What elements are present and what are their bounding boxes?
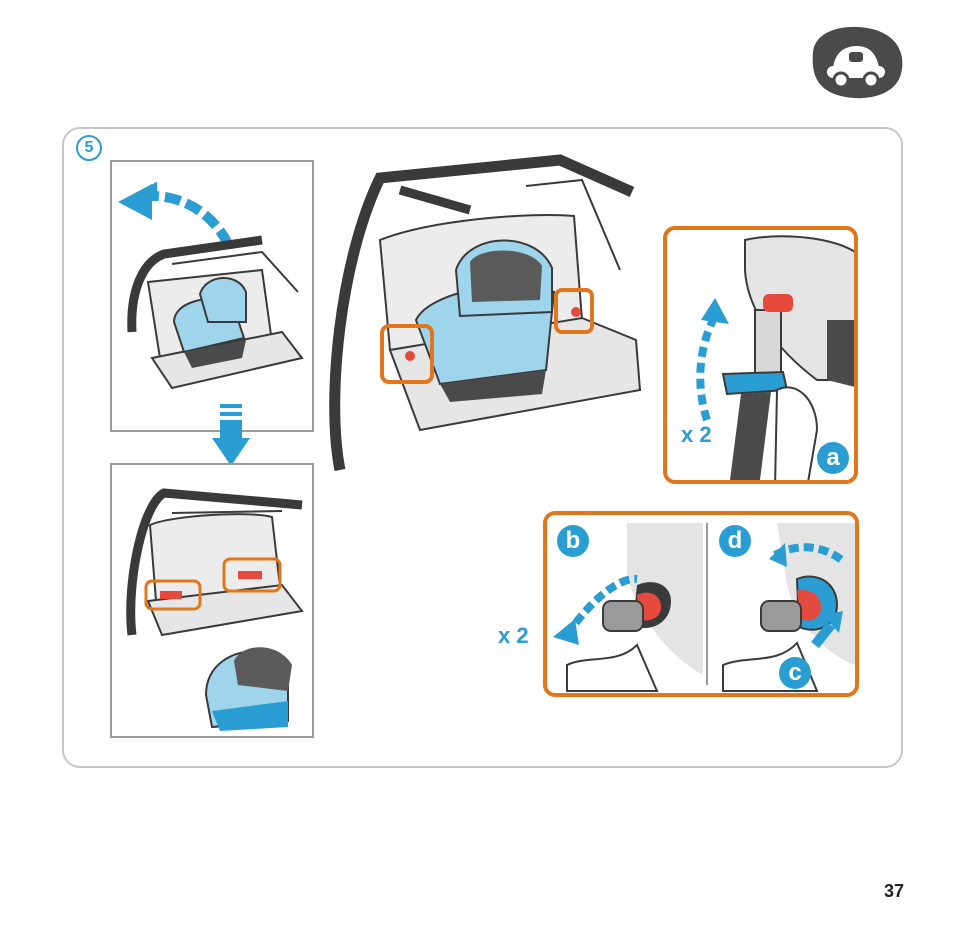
detail-d-badge: d [719, 525, 751, 557]
carrycot-in-car-illustration [320, 150, 650, 480]
panel-remove-carrycot [110, 160, 314, 432]
step-number-badge: 5 [76, 135, 102, 161]
page-number: 37 [884, 881, 904, 902]
detail-a-badge: a [817, 442, 849, 474]
detail-a-multiplier: x 2 [681, 422, 712, 448]
detail-c-badge: c [779, 657, 811, 689]
detail-a-panel: x 2 a [663, 226, 858, 484]
car-icon [805, 22, 907, 102]
detail-bcd-panel: b d c [543, 511, 859, 697]
panel-seatbelts-highlighted [110, 463, 314, 738]
down-arrow-icon [212, 404, 250, 468]
detail-b-multiplier: x 2 [498, 623, 529, 649]
detail-b-badge: b [557, 525, 589, 557]
